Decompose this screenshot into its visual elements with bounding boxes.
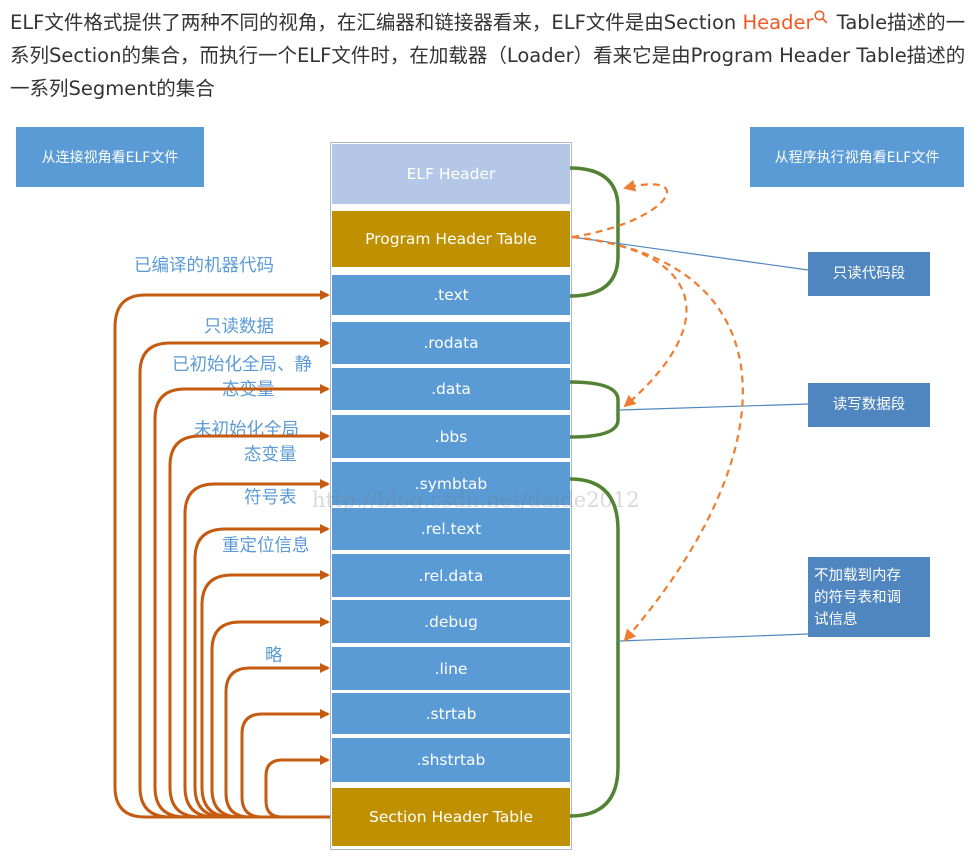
dashed-arrow-to-rw-segment: [571, 235, 688, 408]
link-unloaded-info: [619, 633, 809, 642]
exec-view-label: 从程序执行视角看ELF文件: [774, 150, 940, 166]
label-omitted: 略: [265, 646, 283, 666]
intro-text-part1: ELF文件格式提供了两种不同的视角，在汇编器和链接器看来，ELF文件是由Sect…: [10, 11, 743, 34]
section-header-table-block: Section Header Table: [332, 788, 570, 846]
section-header-table-label: Section Header Table: [369, 808, 533, 826]
text-section-block: .text: [332, 275, 570, 315]
unloaded-info-line-1: 不加载到内存: [814, 568, 901, 584]
debug-section-block: .debug: [332, 600, 570, 643]
watermark-text: http://blog.csdn.net/daide2012: [312, 488, 640, 512]
line-section-block: .line: [332, 647, 570, 690]
bbs-section-block: .bbs: [332, 415, 570, 458]
dashed-arrows: [571, 179, 744, 642]
arrow-to-rel-data: [200, 570, 330, 819]
label-symbol-table: 符号表: [244, 488, 297, 508]
bbs-section-label: .bbs: [434, 427, 468, 446]
unloaded-info-line-2: 的符号表和调: [814, 590, 901, 606]
elf-header-block: ELF Header: [332, 144, 570, 204]
arrow-to-bbs: [168, 431, 330, 819]
arrow-to-shstrtab: [264, 755, 330, 819]
elf-file-frame: [330, 142, 572, 850]
label-compiled-code: 已编译的机器代码: [134, 256, 274, 276]
arrow-to-rodata: [138, 338, 330, 819]
link-rw-segment: [619, 403, 809, 411]
intro-text-part2: Table描述的一系列Section的集合，而执行一个ELF文件时，在加载器（L…: [10, 11, 966, 100]
rodata-section-label: .rodata: [423, 334, 479, 352]
elf-diagram: 从连接视角看ELF文件 从程序执行视角看ELF文件 ELF Header Pro…: [0, 110, 980, 866]
header-keyword-link[interactable]: Header: [742, 11, 814, 34]
line-section-label: .line: [434, 659, 468, 678]
arrow-to-line: [224, 663, 330, 819]
program-header-table-block: Program Header Table: [332, 211, 570, 267]
readonly-segment-label: 只读代码段: [832, 266, 906, 282]
arrow-to-rel-text: [193, 524, 330, 819]
unloaded-info-note: 不加载到内存 的符号表和调 试信息: [808, 557, 930, 637]
symtab-section-label: .symbtab: [414, 474, 488, 493]
debug-section-label: .debug: [424, 612, 478, 631]
rw-segment-label: 读写数据段: [832, 397, 906, 413]
search-icon[interactable]: [814, 10, 828, 24]
elf-header-label: ELF Header: [406, 165, 496, 183]
intro-paragraph: ELF文件格式提供了两种不同的视角，在汇编器和链接器看来，ELF文件是由Sect…: [10, 6, 972, 105]
link-view-label: 从连接视角看ELF文件: [41, 150, 179, 166]
rodata-section-block: .rodata: [332, 322, 570, 364]
brace-rw-segment: [569, 380, 620, 439]
rel-data-section-block: .rel.data: [332, 554, 570, 597]
connector-overlay: [113, 166, 809, 819]
arrow-to-debug: [210, 617, 330, 819]
dashed-arrow-to-readonly-segment: [571, 179, 669, 239]
shstrtab-section-label: .shstrtab: [416, 751, 486, 769]
label-readonly-data: 只读数据: [204, 317, 274, 337]
note-links: [571, 236, 809, 642]
data-section-block: .data: [332, 368, 570, 410]
segment-braces: [569, 166, 620, 818]
section-arrows: [113, 290, 330, 819]
strtab-section-block: .strtab: [332, 693, 570, 734]
readonly-segment-note: 只读代码段: [808, 252, 930, 296]
link-readonly-segment: [571, 236, 809, 271]
strtab-section-label: .strtab: [425, 704, 477, 723]
dashed-arrow-to-unloaded-info: [571, 235, 744, 642]
brace-readonly-segment: [569, 166, 620, 298]
label-uninit-vars-2: 态变量: [244, 445, 297, 465]
text-section-label: .text: [433, 286, 469, 304]
rel-data-section-label: .rel.data: [418, 566, 484, 585]
arrow-to-text: [113, 290, 330, 819]
rel-text-section-block: .rel.text: [332, 508, 570, 550]
shstrtab-section-block: .shstrtab: [332, 738, 570, 782]
label-init-vars-1: 已初始化全局、静: [172, 355, 312, 375]
arrow-to-data: [153, 384, 330, 819]
rw-segment-note: 读写数据段: [808, 383, 930, 427]
data-section-label: .data: [431, 380, 471, 398]
rel-text-section-label: .rel.text: [420, 520, 482, 538]
program-header-table-label: Program Header Table: [365, 230, 537, 248]
link-view-box: 从连接视角看ELF文件: [16, 127, 204, 187]
exec-view-box: 从程序执行视角看ELF文件: [750, 127, 964, 187]
arrow-to-strtab: [240, 709, 330, 819]
unloaded-info-line-3: 试信息: [814, 612, 858, 628]
symtab-section-block: .symbtab: [332, 462, 570, 505]
label-relocation: 重定位信息: [222, 536, 310, 556]
brace-unloaded-info: [569, 477, 620, 818]
arrow-to-symtab: [183, 479, 330, 819]
